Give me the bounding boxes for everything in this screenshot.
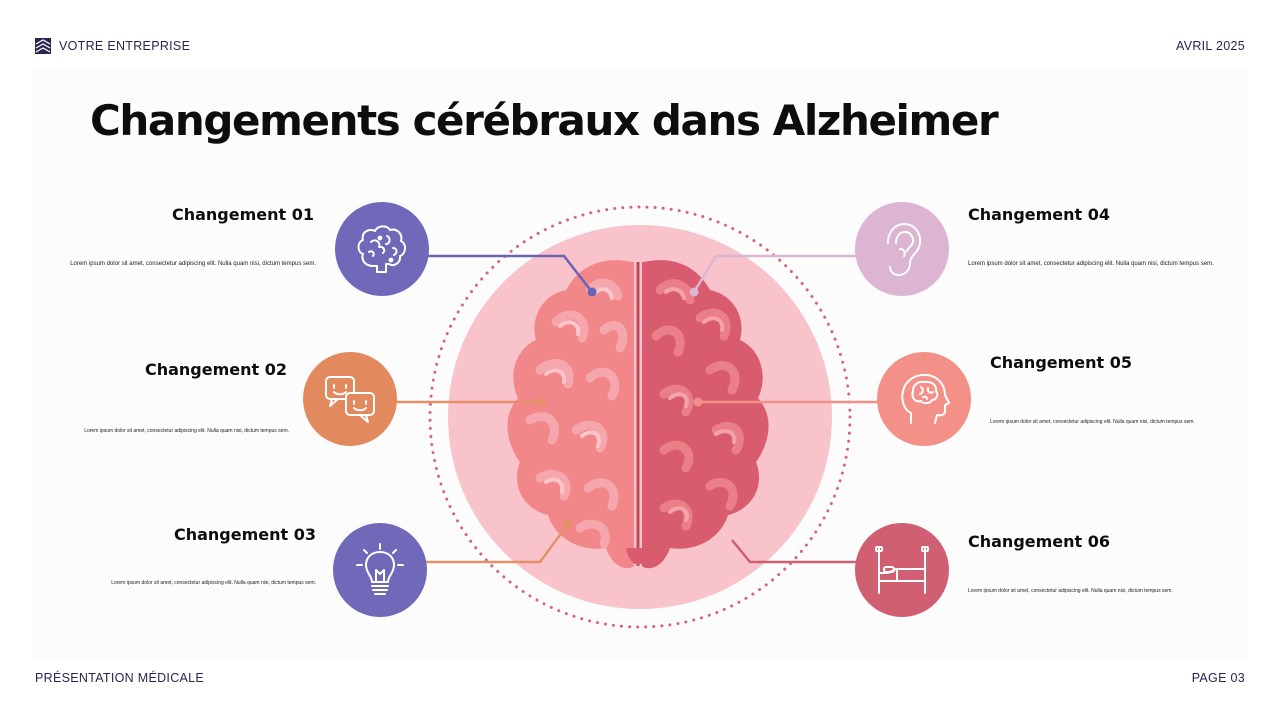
connector-lines [396,254,878,564]
heading-changement-05: Changement 05 [990,353,1133,372]
connector-dot-04 [689,287,699,297]
footer-bar: PRÉSENTATION MÉDICALE PAGE 03 [35,668,1245,688]
icon-circle-05 [877,352,971,446]
icon-circle-01 [335,202,429,296]
connector-06 [731,539,858,564]
connector-03 [410,523,570,564]
presentation-date: AVRIL 2025 [1175,39,1245,53]
icon-circle-04 [855,202,949,296]
description-changement-03: Lorem ipsum dolor sit amet, consectetur … [111,580,316,586]
connector-dots [537,287,703,529]
bed-icon [875,546,929,594]
heading-changement-06: Changement 06 [968,532,1111,551]
lightbulb-icon [356,543,404,595]
heading-changement-01: Changement 01 [171,205,314,224]
connector-dot-05 [693,397,703,407]
head-brain-icon [901,373,950,424]
company-logo-icon [35,38,51,54]
icon-circle-02 [303,352,397,446]
heading-changement-02: Changement 02 [144,360,287,379]
ear-icon [887,223,922,276]
heading-changement-03: Changement 03 [173,525,316,544]
connector-dot-02 [537,397,547,407]
footer-label: PRÉSENTATION MÉDICALE [35,671,205,685]
heading-changement-04: Changement 04 [968,205,1111,224]
description-changement-05: Lorem ipsum dolor sit amet, consectetur … [990,419,1195,425]
connector-04 [692,254,858,293]
description-changement-04: Lorem ipsum dolor sit amet, consectetur … [968,261,1214,267]
company-brand: VOTRE ENTREPRISE [35,38,190,54]
brain-icon [357,225,406,273]
page-number: PAGE 03 [1191,671,1245,685]
icon-circle-06 [855,523,949,617]
connector-01 [428,254,593,293]
description-changement-02: Lorem ipsum dolor sit amet, consectetur … [84,428,289,434]
header-bar: VOTRE ENTREPRISE AVRIL 2025 [35,36,1245,56]
description-changement-01: Lorem ipsum dolor sit amet, consectetur … [70,261,316,267]
description-changement-06: Lorem ipsum dolor sit amet, consectetur … [968,588,1173,594]
dotted-ring [428,205,852,629]
company-name: VOTRE ENTREPRISE [59,39,191,53]
icon-circle-03 [333,523,427,617]
chat-bubbles-icon [325,376,375,423]
connector-dot-03 [563,519,573,529]
connector-dot-01 [587,287,597,297]
page-title: Changements cérébraux dans Alzheimer [90,96,999,145]
brain-illustration [507,260,769,569]
